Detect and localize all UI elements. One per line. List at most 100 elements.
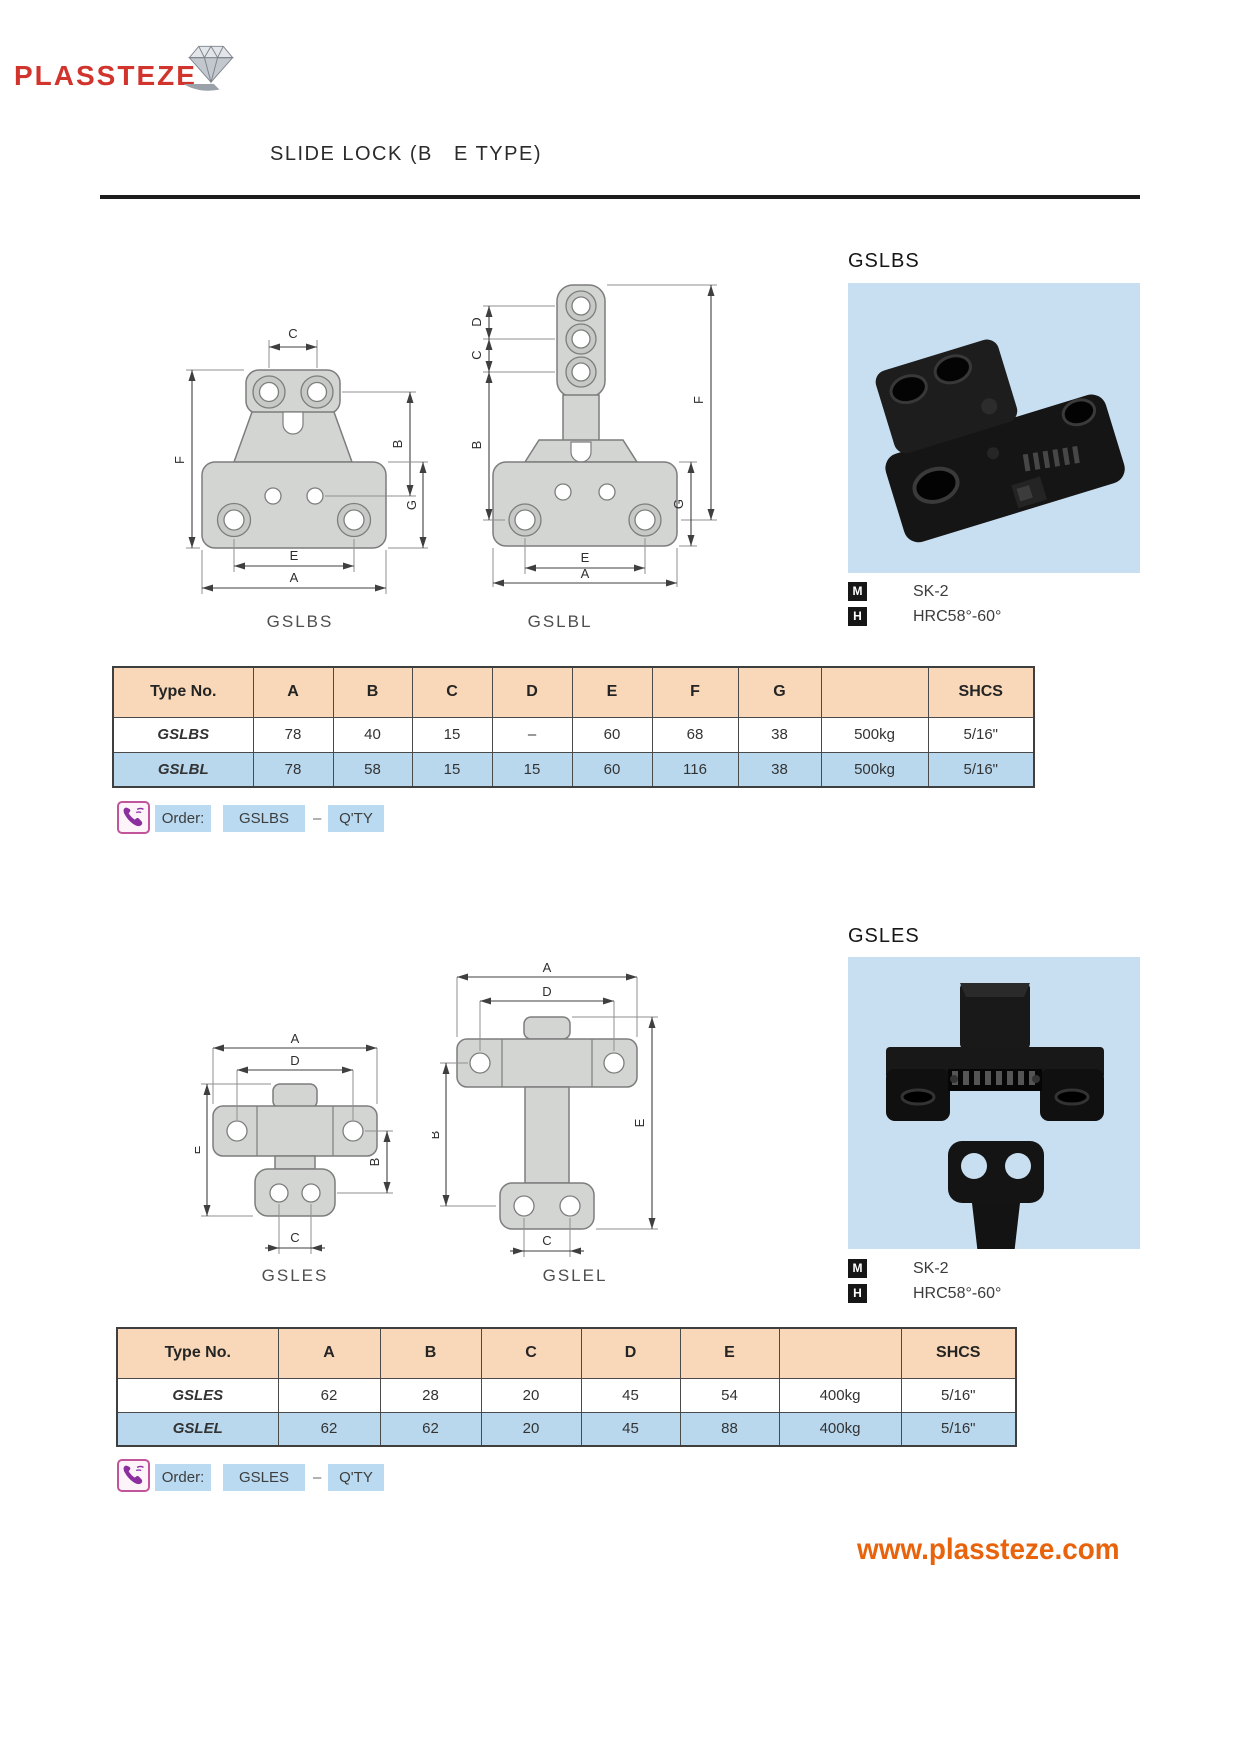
cell-f: 68 — [651, 716, 739, 753]
cell-c: 15 — [411, 751, 493, 788]
gslbs-drawing-caption: GSLBS — [266, 612, 334, 631]
cell-a: 62 — [277, 1377, 381, 1413]
phone-order-icon-box — [117, 1459, 150, 1492]
gslbs-product-image — [875, 339, 1125, 543]
diamond-icon — [183, 45, 234, 91]
order-code-chip: GSLES — [223, 1464, 305, 1491]
gsles-drawing-caption: GSLES — [261, 1266, 329, 1285]
gslbs-technical-drawing: C F B G E A — [172, 326, 428, 594]
website-link[interactable]: www.plassteze.com — [857, 1533, 1120, 1566]
cell-type-no: GSLBL — [112, 751, 254, 788]
table-row-gslbs: GSLBS 78 40 15 – 60 68 38 500kg 5/16" — [112, 716, 1035, 753]
dim-label-b: B — [390, 440, 405, 449]
gslbl-dimensions: D C B F G E A — [469, 284, 717, 587]
cell-a: 78 — [252, 751, 334, 788]
order-label-chip: Order: — [155, 805, 211, 832]
dim-label-b: B — [432, 1131, 442, 1140]
dim-label-d: D — [542, 984, 551, 999]
col-header-c: C — [411, 666, 493, 718]
gsles-photo-title: GSLES — [848, 925, 920, 947]
col-header-shcs: SHCS — [927, 666, 1035, 718]
gslbs-dimensions: C F B G E A — [172, 326, 428, 594]
table-row-gsles: GSLES 62 28 20 45 54 400kg 5/16" — [116, 1377, 1017, 1413]
gslbs-photo-title: GSLBS — [848, 250, 920, 272]
gsles-part — [212, 1083, 378, 1217]
dim-label-f: F — [691, 396, 706, 404]
gslb-spec-table: Type No. A B C D E F G SHCS GSLBS 78 40 … — [112, 666, 1035, 788]
dim-label-a: A — [581, 566, 590, 581]
cell-shcs: 5/16" — [927, 716, 1035, 753]
page-title: SLIDE LOCK (B E TYPE) — [270, 143, 542, 165]
gslel-drawing-caption: GSLEL — [542, 1266, 608, 1285]
dim-label-d: D — [469, 317, 484, 326]
cell-capacity: 500kg — [820, 716, 929, 753]
col-header-a: A — [252, 666, 334, 718]
order-code-chip: GSLBS — [223, 805, 305, 832]
cell-d: 15 — [491, 751, 573, 788]
cell-d: 45 — [580, 1411, 681, 1447]
order-qty-chip: Q'TY — [328, 805, 384, 832]
cell-g: 38 — [737, 716, 822, 753]
dim-label-g: G — [404, 500, 419, 510]
cell-e: 54 — [679, 1377, 780, 1413]
cell-d: 45 — [580, 1377, 681, 1413]
col-header-e: E — [571, 666, 653, 718]
gsles-product-image — [886, 983, 1104, 1285]
cell-type-no: GSLEL — [116, 1411, 279, 1447]
gsle-spec-table: Type No. A B C D E SHCS GSLES 62 28 20 4… — [116, 1327, 1017, 1447]
cell-e: 60 — [571, 716, 653, 753]
dim-label-g: G — [671, 499, 686, 509]
gslel-technical-drawing: A D B E C — [432, 963, 658, 1257]
cell-b: 58 — [332, 751, 413, 788]
dim-label-a: A — [291, 1034, 300, 1046]
col-header-e: E — [679, 1327, 780, 1379]
col-header-b: B — [332, 666, 413, 718]
material-value: SK-2 — [913, 583, 949, 600]
phone-icon — [123, 807, 144, 827]
col-header-d: D — [491, 666, 573, 718]
cell-e: 88 — [679, 1411, 780, 1447]
col-header-capacity — [778, 1327, 902, 1379]
dim-label-b: B — [469, 441, 484, 450]
hardness-key-badge: H — [848, 607, 867, 626]
table-header-row: Type No. A B C D E F G SHCS — [112, 666, 1035, 718]
dim-label-e: E — [290, 548, 299, 563]
dim-label-c: C — [469, 350, 484, 359]
gslbl-technical-drawing: D C B F G E A — [469, 284, 717, 587]
col-header-shcs: SHCS — [900, 1327, 1017, 1379]
table-row-gslbl: GSLBL 78 58 15 15 60 116 38 500kg 5/16" — [112, 751, 1035, 788]
hardness-key-badge: H — [848, 1284, 867, 1303]
cell-c: 15 — [411, 716, 493, 753]
dim-label-e: E — [632, 1118, 647, 1127]
gslbs-photo — [848, 283, 1140, 573]
dim-label-d: D — [290, 1053, 299, 1068]
gsles-photo — [848, 957, 1140, 1285]
hardness-value: HRC58°-60° — [913, 1285, 1002, 1302]
gslbl-part — [492, 284, 678, 547]
cell-shcs: 5/16" — [900, 1411, 1017, 1447]
col-header-b: B — [379, 1327, 482, 1379]
col-header-g: G — [737, 666, 822, 718]
table-row-gslel: GSLEL 62 62 20 45 88 400kg 5/16" — [116, 1411, 1017, 1447]
order-qty-chip: Q'TY — [328, 1464, 384, 1491]
title-rule — [100, 195, 1140, 199]
phone-icon — [123, 1465, 144, 1485]
cell-capacity: 400kg — [778, 1411, 902, 1447]
cell-b: 62 — [379, 1411, 482, 1447]
cell-capacity: 500kg — [820, 751, 929, 788]
col-header-c: C — [480, 1327, 582, 1379]
cell-c: 20 — [480, 1377, 582, 1413]
col-header-d: D — [580, 1327, 681, 1379]
cell-a: 62 — [277, 1411, 381, 1447]
material-key-badge: M — [848, 582, 867, 601]
col-header-type-no: Type No. — [112, 666, 254, 718]
cell-shcs: 5/16" — [900, 1377, 1017, 1413]
gsles-keeper-part — [948, 1141, 1044, 1285]
dim-label-e: E — [581, 550, 590, 565]
gslel-part — [456, 1016, 638, 1230]
cell-capacity: 400kg — [778, 1377, 902, 1413]
cell-type-no: GSLES — [116, 1377, 279, 1413]
gsles-receiver-part — [886, 983, 1104, 1121]
dim-label-b: B — [367, 1158, 382, 1167]
